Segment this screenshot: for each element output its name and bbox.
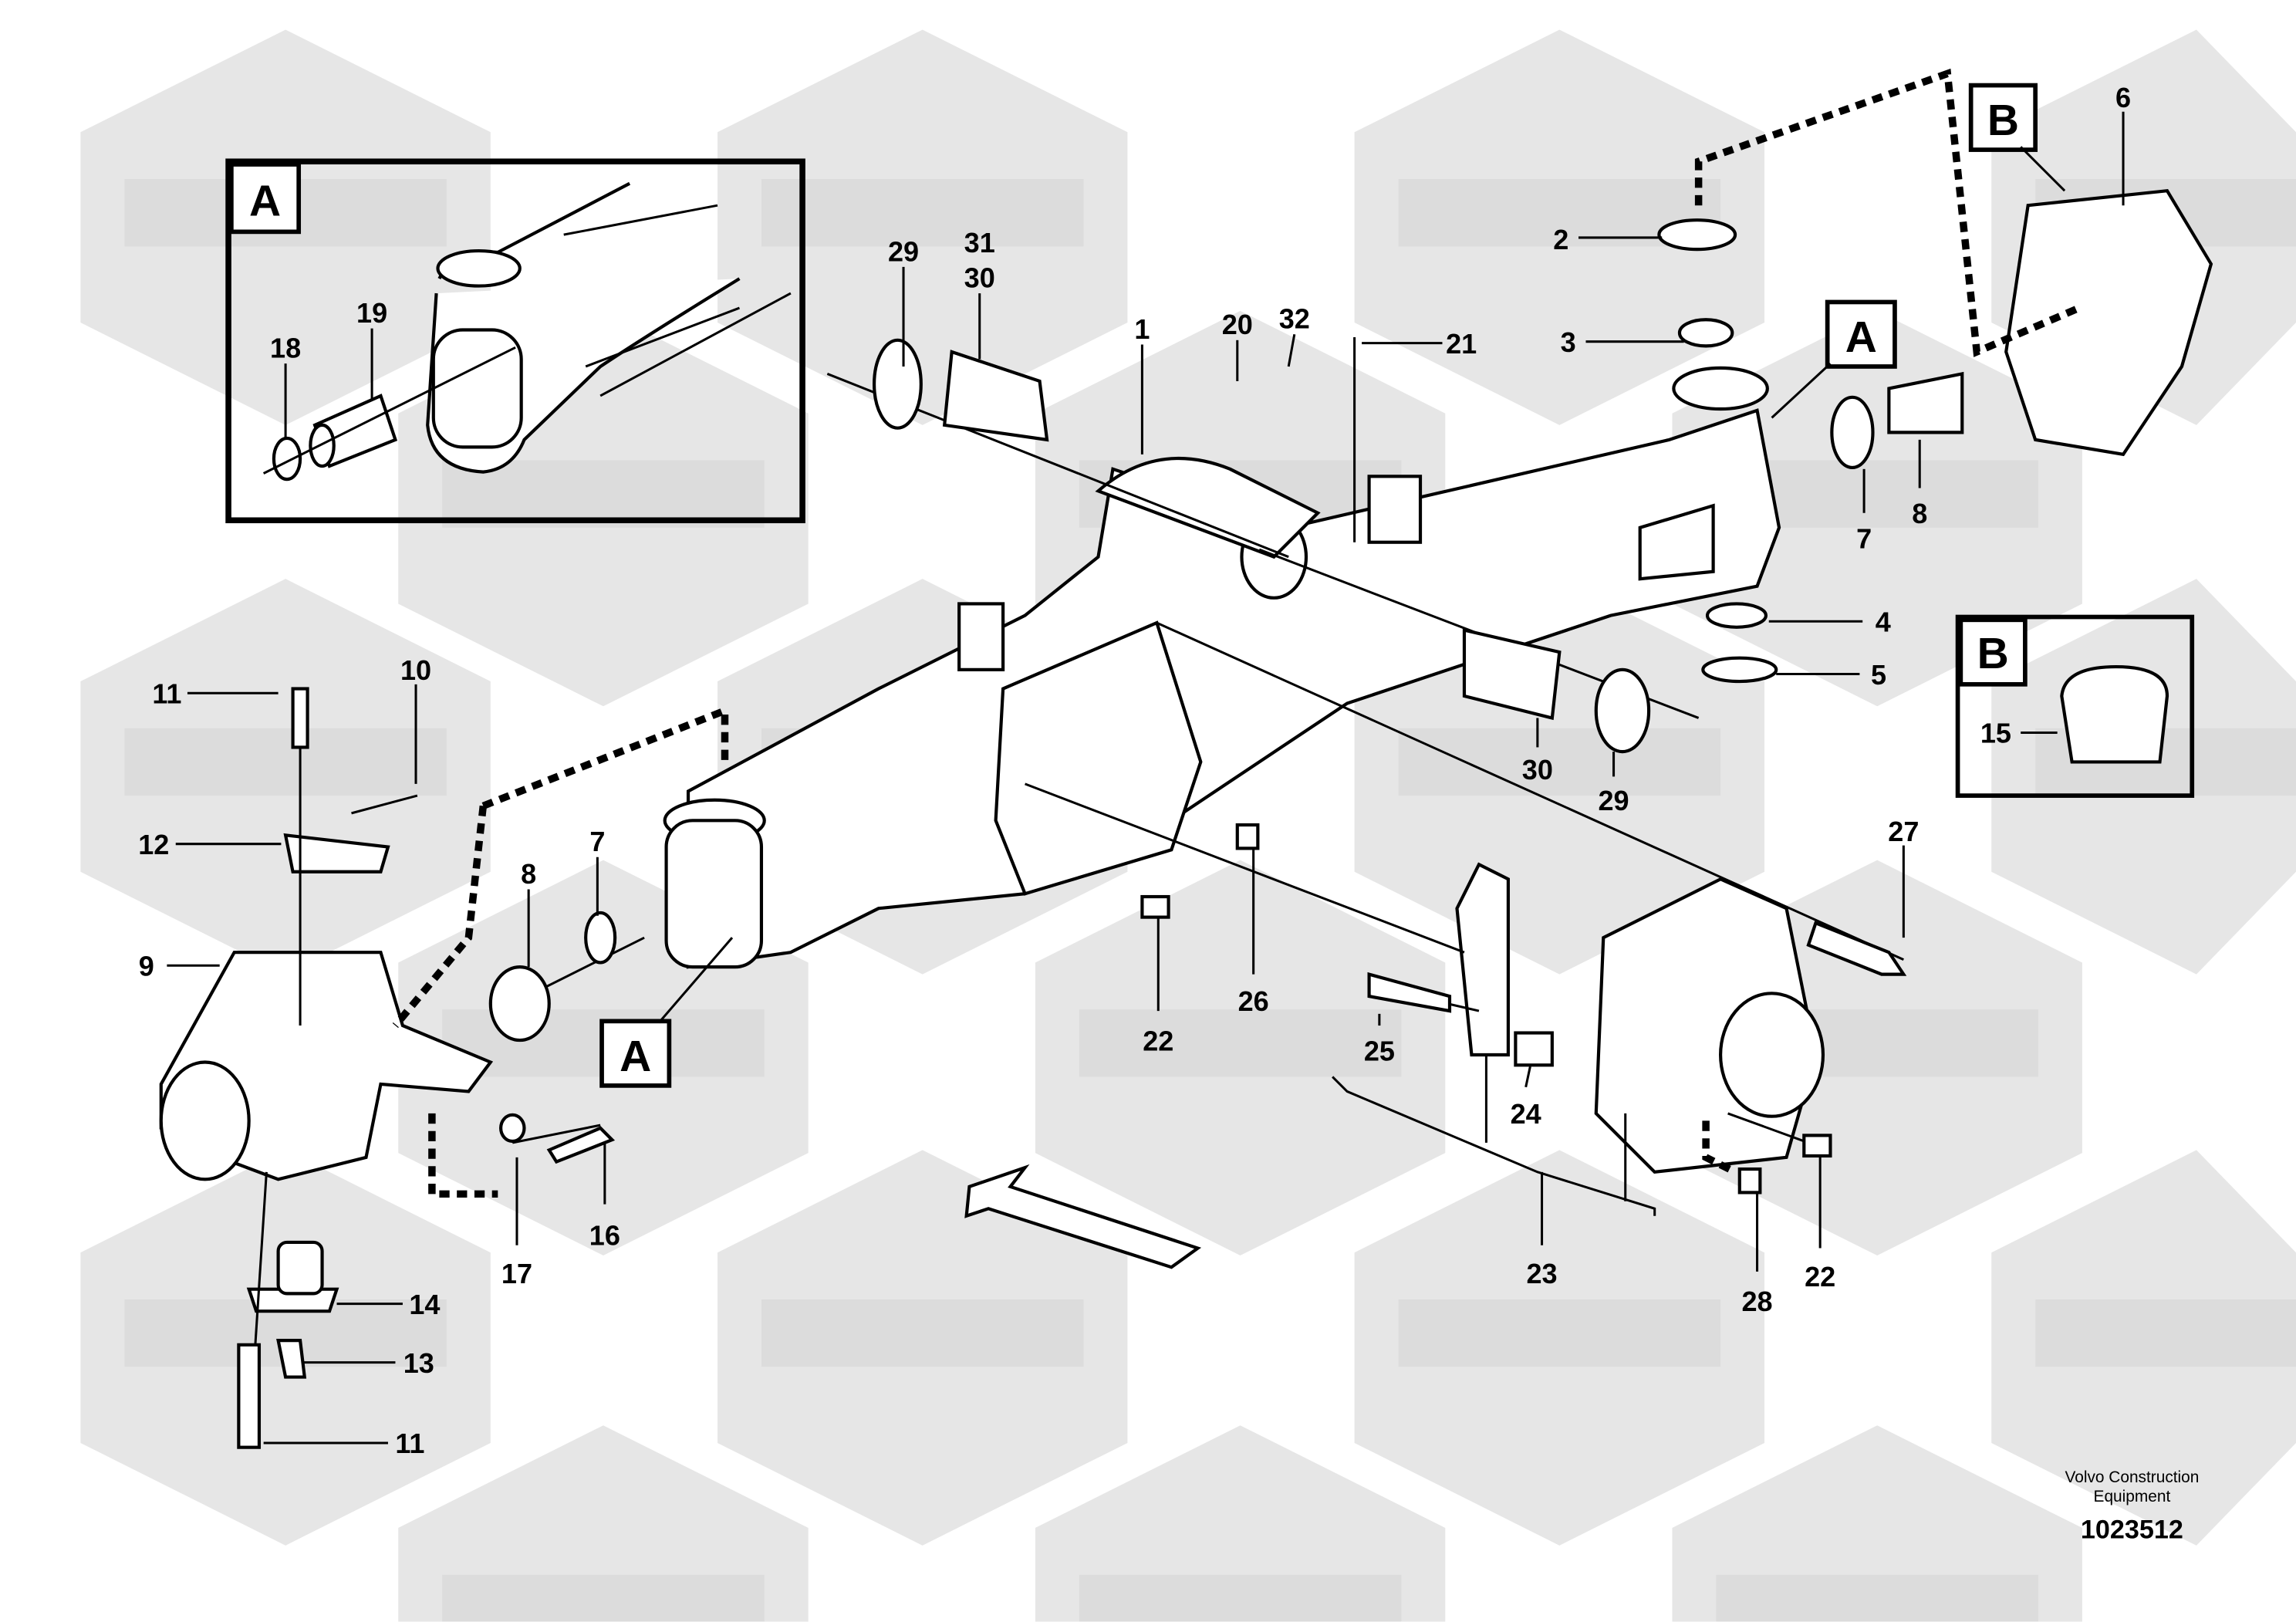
watermark-band xyxy=(1716,1574,2038,1622)
part-label: 1 xyxy=(1134,313,1150,345)
svg-text:Volvo Construction: Volvo Construction xyxy=(2065,1468,2199,1486)
part-label: 3 xyxy=(1561,326,1576,358)
callout-a-lower: A xyxy=(599,937,734,1088)
watermark-band xyxy=(442,460,765,528)
part-label: 2 xyxy=(1553,224,1568,255)
watermark-band xyxy=(761,1299,1084,1367)
part-label: 13 xyxy=(403,1347,434,1379)
dashed-leader xyxy=(1702,1120,1737,1176)
part-label: 14 xyxy=(409,1289,440,1320)
watermark-hexagon xyxy=(1035,1425,1446,1622)
part-label: 22 xyxy=(1143,1025,1173,1056)
part-label: 22 xyxy=(1805,1261,1835,1293)
axle-housing xyxy=(663,366,1781,969)
part-label: 28 xyxy=(1741,1286,1772,1317)
part-label: 17 xyxy=(501,1258,532,1289)
watermark-band xyxy=(442,1574,765,1622)
part-label: 25 xyxy=(1364,1036,1395,1067)
assembly-bracket xyxy=(1332,1055,1656,1245)
part-label: 11 xyxy=(152,678,181,710)
part-label: 31 xyxy=(964,227,995,259)
part-label: 8 xyxy=(521,858,536,890)
svg-text:A: A xyxy=(620,1032,651,1081)
callout-a-right: A xyxy=(1771,299,1897,419)
part-label: 21 xyxy=(1446,328,1477,360)
part-label: 8 xyxy=(1912,498,1927,529)
dashed-leader xyxy=(392,805,488,1029)
part-label: 30 xyxy=(964,262,995,293)
watermark-band xyxy=(2035,1299,2296,1367)
part-label: 11 xyxy=(395,1428,424,1459)
part-label: 29 xyxy=(1598,785,1629,816)
part-label: 19 xyxy=(356,297,387,329)
part-label: 18 xyxy=(270,333,301,364)
part-label: 10 xyxy=(400,654,431,686)
part-label: 4 xyxy=(1876,607,1891,638)
svg-text:B: B xyxy=(1977,629,2009,678)
part-label: 23 xyxy=(1526,1258,1557,1289)
part-label: 15 xyxy=(1980,718,2011,749)
watermark-band xyxy=(124,728,447,796)
svg-text:B: B xyxy=(1987,96,2019,145)
dashed-leader xyxy=(428,1113,498,1198)
dashed-leader xyxy=(1694,68,2081,357)
part-label: 30 xyxy=(1522,754,1553,786)
part-label: 32 xyxy=(1279,303,1310,335)
watermark-band xyxy=(1079,1009,1402,1077)
part-label: 12 xyxy=(138,829,169,860)
watermark-band xyxy=(761,179,1084,247)
inset-b: B xyxy=(1955,614,2195,798)
callout-b-top: B xyxy=(1968,83,2066,192)
watermark-band xyxy=(1079,1574,1402,1622)
svg-text:A: A xyxy=(1845,313,1877,362)
part-label: 5 xyxy=(1871,659,1886,691)
direction-arrow-icon xyxy=(964,1164,1202,1269)
part-label: 26 xyxy=(1238,985,1269,1017)
footer-credit: Volvo Construction Equipment 1023512 xyxy=(2065,1468,2199,1544)
part-label: 16 xyxy=(589,1220,620,1252)
part-label: 24 xyxy=(1511,1098,1541,1130)
exploded-parts xyxy=(826,188,2213,1195)
watermark-band xyxy=(1398,728,1721,796)
part-label: 9 xyxy=(139,951,154,982)
steering-knuckle xyxy=(159,687,645,1444)
watermark-hexagon xyxy=(1672,1425,2082,1622)
part-label: 6 xyxy=(2115,82,2131,113)
svg-text:Equipment: Equipment xyxy=(2094,1488,2171,1505)
callout-a-inset: A xyxy=(249,176,281,225)
part-label: 7 xyxy=(589,826,605,857)
part-label: 29 xyxy=(888,235,919,267)
watermark-layer xyxy=(80,29,2296,1622)
part-label: 20 xyxy=(1222,309,1253,340)
part-label: 27 xyxy=(1888,816,1919,847)
drawing-number: 1023512 xyxy=(2081,1515,2183,1544)
watermark-hexagon xyxy=(398,1425,809,1622)
part-label: 7 xyxy=(1856,522,1872,554)
inset-a: A xyxy=(225,158,805,524)
watermark-band xyxy=(1398,1299,1721,1367)
